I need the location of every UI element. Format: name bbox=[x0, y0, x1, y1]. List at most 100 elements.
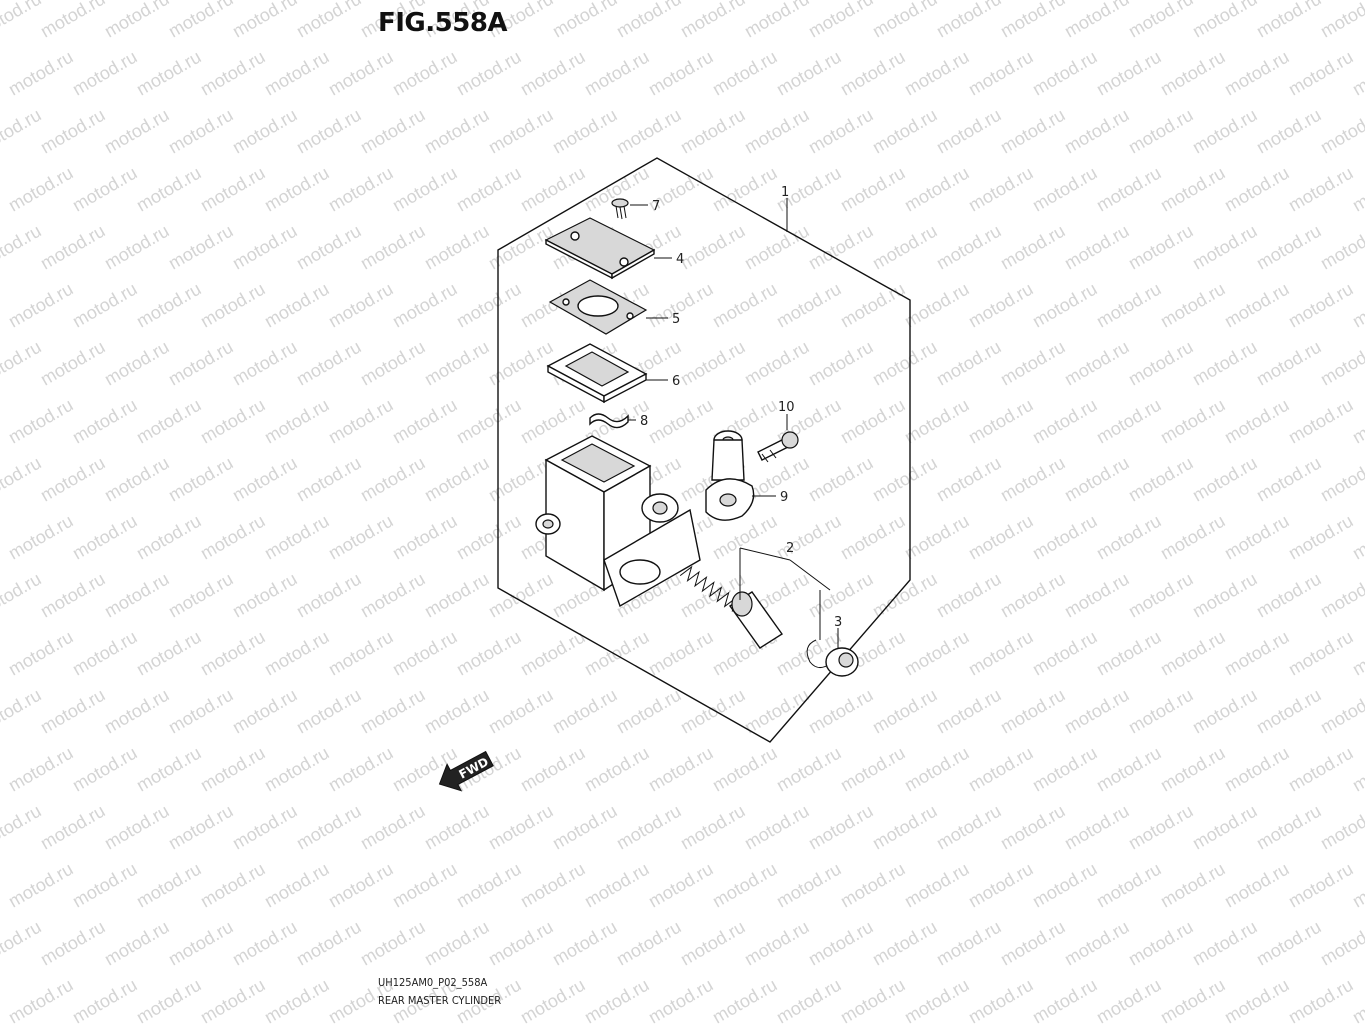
watermark-text: motod.ru bbox=[1253, 569, 1325, 622]
watermark-text: motod.ru bbox=[165, 337, 237, 390]
part-8-clip[interactable] bbox=[589, 413, 629, 429]
watermark-text: motod.ru bbox=[581, 975, 653, 1024]
watermark-text: motod.ru bbox=[1029, 975, 1101, 1024]
watermark-text: motod.ru bbox=[1157, 163, 1229, 216]
watermark-text: motod.ru bbox=[1157, 627, 1229, 680]
watermark-text: motod.ru bbox=[901, 859, 973, 912]
watermark-text: motod.ru bbox=[69, 279, 141, 332]
watermark-text: motod.ru bbox=[773, 279, 845, 332]
watermark-text: motod.ru bbox=[133, 743, 205, 796]
watermark-text: motod.ru bbox=[1189, 0, 1261, 41]
watermark-text: motod.ru bbox=[133, 859, 205, 912]
watermark-text: motod.ru bbox=[709, 47, 781, 100]
watermark-text: motod.ru bbox=[965, 279, 1037, 332]
watermark-text: motod.ru bbox=[1029, 511, 1101, 564]
watermark-text: motod.ru bbox=[1253, 337, 1325, 390]
watermark-text: motod.ru bbox=[869, 917, 941, 970]
watermark-text: motod.ru bbox=[5, 743, 77, 796]
watermark-text: motod.ru bbox=[485, 801, 557, 854]
watermark-text: motod.ru bbox=[261, 975, 333, 1024]
part-4-reservoir-cap[interactable] bbox=[544, 217, 656, 280]
watermark-text: motod.ru bbox=[485, 685, 557, 738]
watermark-text: motod.ru bbox=[421, 453, 493, 506]
watermark-text: motod.ru bbox=[613, 105, 685, 158]
watermark-text: motod.ru bbox=[869, 453, 941, 506]
watermark-text: motod.ru bbox=[389, 279, 461, 332]
watermark-text: motod.ru bbox=[1349, 279, 1365, 332]
watermark-text: motod.ru bbox=[261, 163, 333, 216]
watermark-text: motod.ru bbox=[325, 47, 397, 100]
watermark-text: motod.ru bbox=[5, 47, 77, 100]
watermark-text: motod.ru bbox=[5, 279, 77, 332]
watermark-text: motod.ru bbox=[421, 917, 493, 970]
watermark-text: motod.ru bbox=[581, 859, 653, 912]
watermark-text: motod.ru bbox=[101, 105, 173, 158]
watermark-text: motod.ru bbox=[133, 163, 205, 216]
watermark-text: motod.ru bbox=[1221, 395, 1293, 448]
watermark-text: motod.ru bbox=[645, 47, 717, 100]
watermark-text: motod.ru bbox=[1285, 163, 1357, 216]
watermark-text: motod.ru bbox=[325, 395, 397, 448]
watermark-text: motod.ru bbox=[1061, 337, 1133, 390]
watermark-text: motod.ru bbox=[1029, 743, 1101, 796]
watermark-text: motod.ru bbox=[1317, 337, 1365, 390]
watermark-text: motod.ru bbox=[325, 279, 397, 332]
watermark-text: motod.ru bbox=[933, 569, 1005, 622]
master-cylinder-body[interactable] bbox=[535, 435, 701, 608]
part-7-screw[interactable] bbox=[611, 198, 629, 220]
watermark-text: motod.ru bbox=[933, 221, 1005, 274]
watermark-text: motod.ru bbox=[1157, 859, 1229, 912]
watermark-text: motod.ru bbox=[741, 685, 813, 738]
callout-5: 5 bbox=[672, 312, 680, 327]
watermark-text: motod.ru bbox=[1221, 163, 1293, 216]
watermark-text: motod.ru bbox=[37, 801, 109, 854]
watermark-text: motod.ru bbox=[901, 279, 973, 332]
watermark-text: motod.ru bbox=[677, 685, 749, 738]
watermark-text: motod.ru bbox=[1125, 685, 1197, 738]
watermark-text: motod.ru bbox=[1189, 221, 1261, 274]
watermark-text: motod.ru bbox=[1125, 337, 1197, 390]
part-5-plate[interactable] bbox=[548, 279, 648, 335]
callout-4: 4 bbox=[676, 252, 684, 267]
watermark-text: motod.ru bbox=[581, 47, 653, 100]
watermark-text: motod.ru bbox=[261, 47, 333, 100]
watermark-text: motod.ru bbox=[101, 0, 173, 41]
watermark-text: motod.ru bbox=[197, 47, 269, 100]
watermark-text: motod.ru bbox=[293, 453, 365, 506]
watermark-text: motod.ru bbox=[1061, 801, 1133, 854]
watermark-text: motod.ru bbox=[357, 569, 429, 622]
watermark-text: motod.ru bbox=[37, 685, 109, 738]
part-3-circlip-boot[interactable] bbox=[806, 639, 859, 677]
watermark-text: motod.ru bbox=[805, 685, 877, 738]
watermark-text: motod.ru bbox=[773, 743, 845, 796]
watermark-text: motod.ru bbox=[421, 801, 493, 854]
watermark-text: motod.ru bbox=[901, 743, 973, 796]
watermark-text: motod.ru bbox=[325, 627, 397, 680]
part-2-piston-spring[interactable] bbox=[679, 565, 783, 649]
watermark-text: motod.ru bbox=[421, 105, 493, 158]
watermark-text: motod.ru bbox=[1253, 685, 1325, 738]
watermark-text: motod.ru bbox=[133, 627, 205, 680]
watermark-text: motod.ru bbox=[997, 221, 1069, 274]
watermark-text: motod.ru bbox=[741, 801, 813, 854]
watermark-text: motod.ru bbox=[0, 569, 44, 622]
watermark-text: motod.ru bbox=[1061, 917, 1133, 970]
watermark-text: motod.ru bbox=[869, 569, 941, 622]
part-10-bolt[interactable] bbox=[757, 431, 799, 463]
watermark-text: motod.ru bbox=[549, 917, 621, 970]
watermark-text: motod.ru bbox=[485, 917, 557, 970]
watermark-text: motod.ru bbox=[1125, 917, 1197, 970]
watermark-text: motod.ru bbox=[965, 163, 1037, 216]
watermark-text: motod.ru bbox=[197, 395, 269, 448]
watermark-text: motod.ru bbox=[5, 511, 77, 564]
watermark-text: motod.ru bbox=[965, 859, 1037, 912]
part-9-bracket[interactable] bbox=[705, 430, 755, 521]
part-6-diaphragm[interactable] bbox=[546, 343, 648, 404]
watermark-text: motod.ru bbox=[485, 105, 557, 158]
watermark-text: motod.ru bbox=[773, 47, 845, 100]
watermark-text: motod.ru bbox=[1221, 47, 1293, 100]
watermark-text: motod.ru bbox=[357, 221, 429, 274]
watermark-text: motod.ru bbox=[933, 685, 1005, 738]
watermark-text: motod.ru bbox=[677, 917, 749, 970]
